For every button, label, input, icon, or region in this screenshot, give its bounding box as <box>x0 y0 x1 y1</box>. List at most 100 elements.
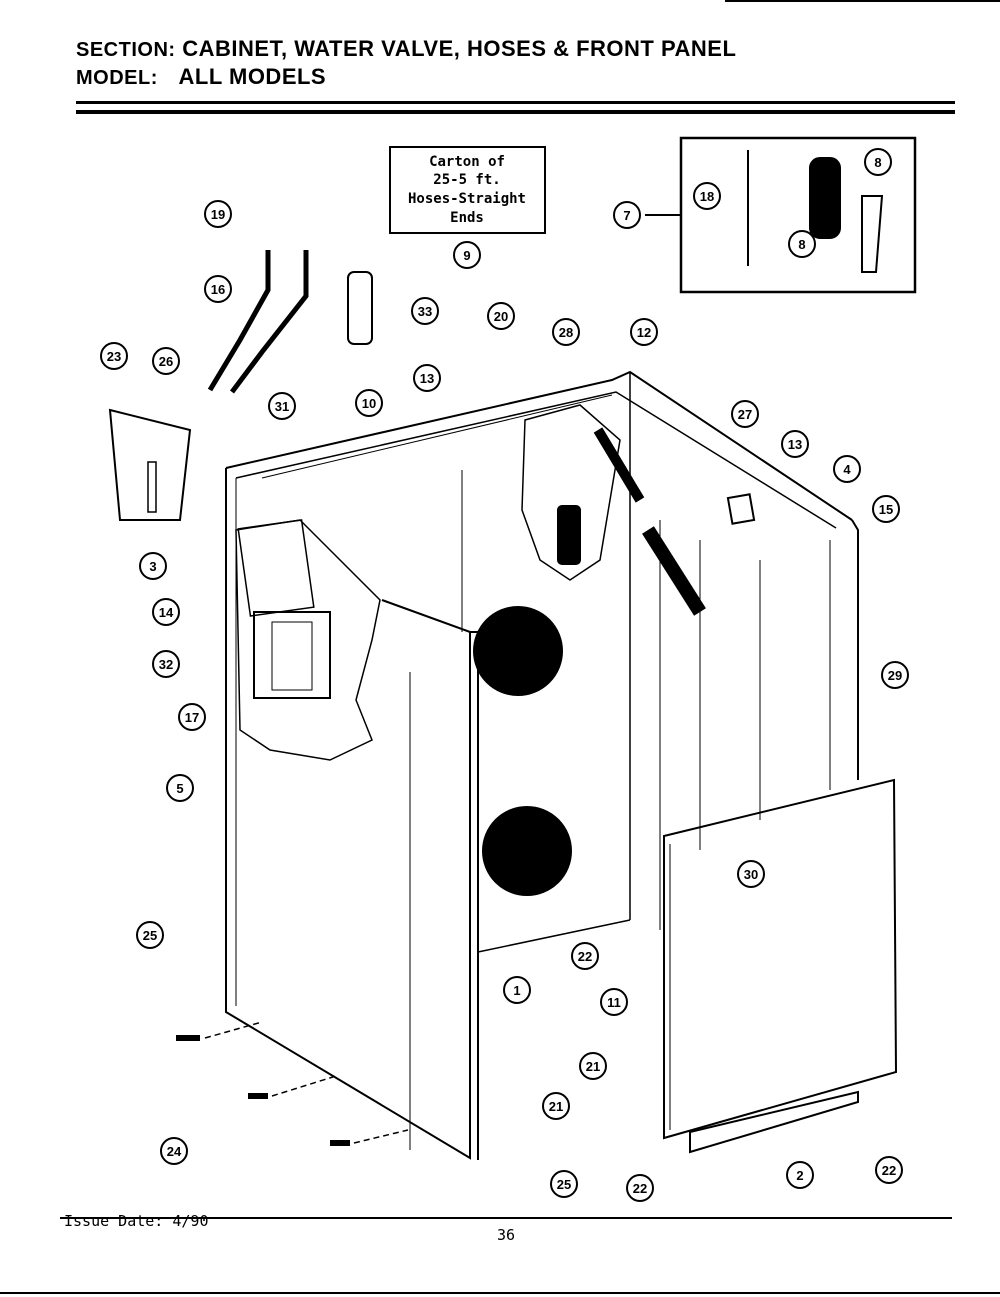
cutaway-top <box>521 404 621 581</box>
bottom-edge-rule <box>0 1292 1000 1294</box>
section-title: SECTION: CABINET, WATER VALVE, HOSES & F… <box>76 36 736 62</box>
callout-kit-8: 8 <box>864 148 892 176</box>
callout-kit-8: 8 <box>788 230 816 258</box>
svg-text:18: 18 <box>700 189 714 204</box>
callout-22: 22 <box>571 942 599 970</box>
carton-line-3: Hoses-Straight <box>408 191 526 207</box>
callout-label: 33 <box>418 304 432 319</box>
callout-kit-7: 7 <box>613 201 641 229</box>
callout-24: 24 <box>160 1137 188 1165</box>
carton-line-4: Ends <box>450 210 484 226</box>
access-plate <box>237 519 315 617</box>
callout-1: 1 <box>503 976 531 1004</box>
callout-label: 24 <box>167 1144 182 1159</box>
carton-line-2: 25-5 ft. <box>433 172 500 188</box>
callout-label: 10 <box>362 396 376 411</box>
callout-label: 14 <box>159 605 174 620</box>
callout-20: 20 <box>487 302 515 330</box>
callout-25: 25 <box>550 1170 578 1198</box>
callout-label: 26 <box>159 354 173 369</box>
callout-label: 25 <box>143 928 157 943</box>
callout-label: 28 <box>559 325 573 340</box>
callout-label: 22 <box>633 1181 647 1196</box>
callout-33: 33 <box>411 297 439 325</box>
bottom-rail <box>689 1090 859 1154</box>
svg-text:8: 8 <box>798 237 805 252</box>
callout-14: 14 <box>152 598 180 626</box>
issue-date: Issue Date: 4/90 <box>64 1212 209 1230</box>
callout-30: 30 <box>737 860 765 888</box>
callout-label: 1 <box>513 983 520 998</box>
cabinet-top-frame-inner <box>235 391 837 529</box>
section-value: CABINET, WATER VALVE, HOSES & FRONT PANE… <box>182 36 737 61</box>
callout-kit-18: 18 <box>693 182 721 210</box>
callout-label: 12 <box>637 325 651 340</box>
hose-connector <box>347 271 373 345</box>
callout-label: 13 <box>420 371 434 386</box>
callout-25: 25 <box>136 921 164 949</box>
callout-16: 16 <box>204 275 232 303</box>
carton-line-1: Carton of <box>429 154 505 170</box>
upper-pump <box>473 606 563 696</box>
mounting-bracket <box>108 408 192 521</box>
callout-21: 21 <box>542 1092 570 1120</box>
callout-label: 27 <box>738 407 752 422</box>
callout-label: 15 <box>879 502 893 517</box>
svg-text:8: 8 <box>874 155 881 170</box>
callout-label: 17 <box>185 710 199 725</box>
callout-label: 4 <box>843 462 851 477</box>
cabinet-right-panel <box>851 519 859 780</box>
callout-label: 2 <box>796 1168 803 1183</box>
callout-label: 31 <box>275 399 289 414</box>
callout-28: 28 <box>552 318 580 346</box>
callout-26: 26 <box>152 347 180 375</box>
carton-box: Carton of 25-5 ft. Hoses-Straight Ends <box>389 146 546 234</box>
callout-15: 15 <box>872 495 900 523</box>
svg-text:9: 9 <box>463 248 470 263</box>
model-title: MODEL: ALL MODELS <box>76 64 326 90</box>
section-label: SECTION: <box>76 39 176 61</box>
filter-screen <box>557 505 581 565</box>
callout-11: 11 <box>600 988 628 1016</box>
callout-label: 5 <box>176 781 183 796</box>
inlet-hoses <box>207 250 271 392</box>
top-rule-thin <box>725 0 1000 2</box>
callout-label: 3 <box>149 559 156 574</box>
callout-21: 21 <box>579 1052 607 1080</box>
callout-label: 20 <box>494 309 508 324</box>
callout-label: 11 <box>607 995 621 1010</box>
front-panel <box>663 778 898 1140</box>
callout-31: 31 <box>268 392 296 420</box>
model-label: MODEL: <box>76 67 158 89</box>
callout-13: 13 <box>781 430 809 458</box>
callout-22: 22 <box>626 1174 654 1202</box>
callout-label: 19 <box>211 207 225 222</box>
callout-5: 5 <box>166 774 194 802</box>
callout-label: 21 <box>586 1059 600 1074</box>
callout-label: 13 <box>788 437 802 452</box>
callout-label: 21 <box>549 1099 563 1114</box>
cutaway-left <box>235 519 381 761</box>
callout-29: 29 <box>881 661 909 689</box>
page-number: 36 <box>497 1226 516 1244</box>
callout-23: 23 <box>100 342 128 370</box>
callout-12: 12 <box>630 318 658 346</box>
model-value: ALL MODELS <box>178 64 327 89</box>
callout-3: 3 <box>139 552 167 580</box>
label-plate <box>726 493 756 525</box>
callout-label: 16 <box>211 282 225 297</box>
callout-19: 19 <box>204 200 232 228</box>
callout-13: 13 <box>413 364 441 392</box>
cabinet-left-panel <box>225 468 471 1160</box>
callout-label: 29 <box>888 668 902 683</box>
water-valve <box>253 611 331 699</box>
lower-pump <box>482 806 572 896</box>
callout-label: 23 <box>107 349 121 364</box>
callout-label: 25 <box>557 1177 571 1192</box>
callout-label: 32 <box>159 657 173 672</box>
footer-rule <box>60 1217 952 1219</box>
callout-carton: 9 <box>453 241 481 269</box>
callout-label: 22 <box>882 1163 896 1178</box>
callout-10: 10 <box>355 389 383 417</box>
